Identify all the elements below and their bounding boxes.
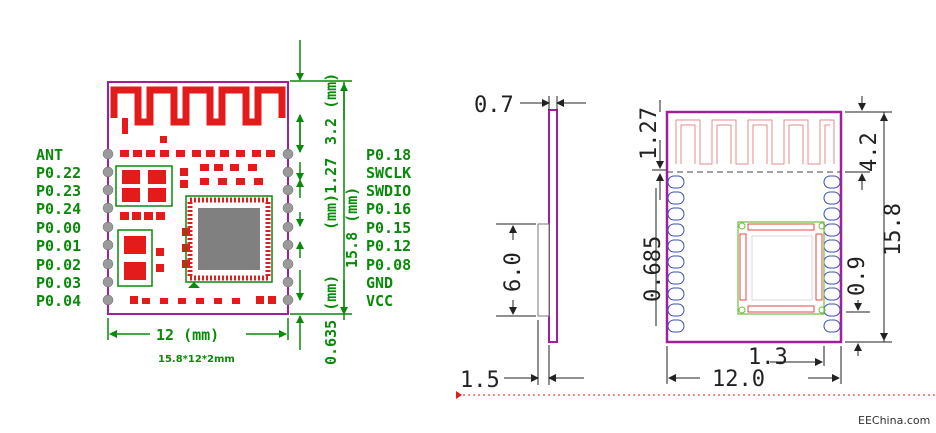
left-castellations (102, 148, 114, 306)
pin-label: P0.03 (36, 274, 81, 292)
qfn-chip-pads-ring (187, 197, 271, 281)
dim-top-label: 3.2 (mm) (322, 73, 340, 145)
footprint-corner-pad (738, 306, 746, 314)
pin-label: P0.16 (366, 200, 411, 218)
dim-height-label: 15.8 (mm) (343, 187, 361, 268)
pin-label: P0.01 (36, 237, 81, 255)
footprint-antenna (675, 119, 835, 165)
footprint-outline (665, 110, 843, 344)
pin-label: P0.04 (36, 292, 81, 310)
footprint-corner-pad (738, 222, 746, 230)
pin-label: P0.12 (366, 237, 411, 255)
dim-thickness-label: 0.7 (474, 93, 514, 118)
qfn-chip-body (198, 208, 260, 270)
footprint-antenna-inner (680, 124, 830, 164)
pin-label: SWDIO (366, 182, 411, 200)
crystal-outline (115, 165, 173, 207)
pin-label: SWCLK (366, 164, 411, 182)
module-side-profile (548, 109, 558, 343)
footprint-chip-pads (739, 223, 823, 313)
qfn-chip-outline (185, 195, 273, 283)
footprint-dimensions (652, 96, 892, 384)
footprint-corner-pad (818, 306, 826, 314)
pin-label: P0.24 (36, 200, 81, 218)
dim-fp-pitch-label: 1.27 (637, 107, 662, 160)
footprint-corner-pad (818, 222, 826, 230)
dim-fp-antenna-label: 4.2 (857, 132, 882, 172)
watermark-text: EEChina.com (858, 414, 930, 427)
footprint-chip-center (751, 235, 813, 301)
pin-label: P0.15 (366, 219, 411, 237)
dim-fp-width-label: 12.0 (712, 367, 765, 392)
right-pin-labels: P0.18 SWCLK SWDIO P0.16 P0.15 P0.12 P0.0… (366, 146, 411, 310)
pin-label: P0.22 (36, 164, 81, 182)
dim-bottom-label: 0.635 (mm) (322, 275, 340, 365)
pin-label: P0.08 (366, 256, 411, 274)
antenna-trace (110, 86, 286, 126)
footprint-left-pads (667, 175, 685, 333)
module-top-view: ANT P0.22 P0.23 P0.24 P0.00 P0.01 P0.02 … (36, 40, 411, 365)
shield-side-profile (537, 223, 550, 317)
pin-label: GND (366, 274, 393, 292)
baseline-marker (456, 391, 462, 399)
dim-offset-label: 1.5 (460, 368, 500, 393)
side-dimensions (496, 96, 586, 385)
pin-label: P0.00 (36, 219, 81, 237)
passive-components (120, 136, 276, 304)
pin1-marker (188, 282, 200, 288)
dim-fp-edge-label: 1.3 (748, 345, 788, 370)
dim-side-height-label: 6.0 (501, 252, 526, 292)
pin-label: VCC (366, 292, 393, 310)
left-pin-labels: ANT P0.22 P0.23 P0.24 P0.00 P0.01 P0.02 … (36, 146, 81, 310)
green-dimensions (107, 40, 352, 350)
pin-label: ANT (36, 146, 63, 164)
dim-fp-height-label: 15.8 (881, 203, 906, 256)
footprint-view: 1.27 4.2 15.8 0.685 0.9 1.3 12.0 (637, 96, 906, 392)
dim-fp-first-pin-label: 0.685 (641, 236, 666, 302)
crystal-pads (122, 170, 166, 202)
crystal2-outline (117, 229, 153, 287)
dim-fp-pad-label: 0.9 (845, 256, 870, 296)
antenna-feed (122, 118, 128, 134)
footprint-chip-silk (737, 221, 825, 315)
size-caption: 15.8*12*2mm (158, 354, 235, 365)
pin-label: P0.02 (36, 256, 81, 274)
dim-pitch-label: (mm)1.27 (322, 158, 340, 230)
side-view: 0.7 6.0 1.5 (456, 93, 936, 399)
dim-width-label: 12 (mm) (156, 326, 219, 344)
crystal2-pads (124, 236, 146, 280)
pin-label: P0.23 (36, 182, 81, 200)
right-castellations (282, 148, 294, 306)
pin-label: P0.18 (366, 146, 411, 164)
